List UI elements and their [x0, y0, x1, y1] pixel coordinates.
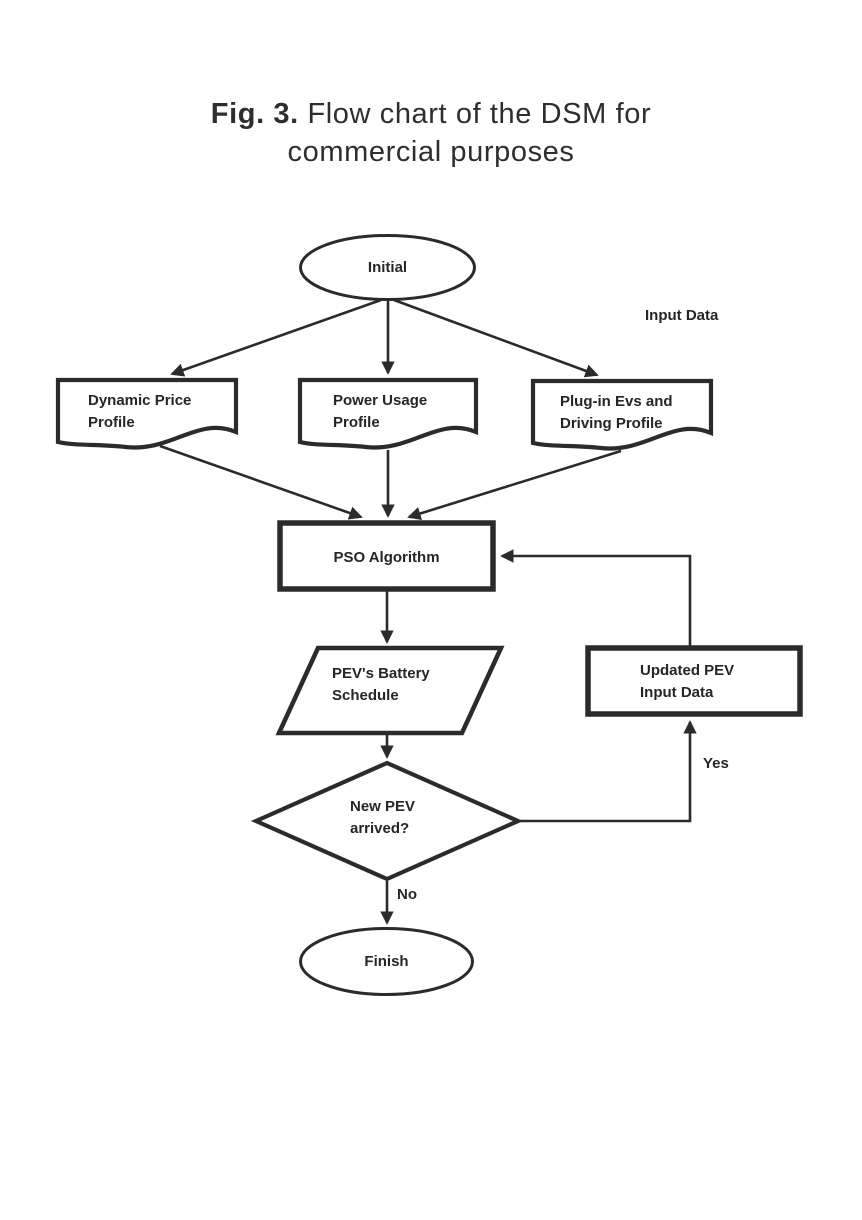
new-pev-arrived-decision-shape — [250, 760, 524, 882]
figure-number: Fig. 3. — [210, 98, 299, 130]
updated-pev-input-data-process-shape — [585, 645, 803, 717]
no-branch-annotation: No — [397, 886, 417, 903]
input-data-annotation: Input Data — [645, 307, 719, 324]
new-pev-arrived-label: New PEV arrived? — [350, 796, 415, 839]
figure-caption-line2: commercial purposes — [287, 136, 575, 168]
pev-battery-schedule-label: PEV's Battery Schedule — [332, 663, 430, 706]
updated-pev-line1: Updated PEV — [640, 662, 735, 679]
edge-updated-pev-to-pso — [500, 549, 692, 647]
edge-plug-in-evs-to-pso — [407, 449, 622, 520]
dynamic-price-profile-line1: Dynamic Price — [88, 392, 192, 409]
pev-battery-schedule-line2: Schedule — [332, 686, 399, 704]
initial-label: Initial — [367, 259, 408, 276]
plug-in-evs-document-shape — [530, 378, 714, 451]
power-usage-profile-line2: Profile — [333, 413, 380, 431]
new-pev-arrived-line1: New PEV — [350, 798, 416, 815]
plug-in-evs-label: Plug-in Evs and Driving Profile — [560, 391, 673, 434]
edge-initial-to-dynamic-price — [170, 298, 382, 377]
finish-terminator-shape — [299, 927, 474, 996]
finish-label: Finish — [364, 953, 409, 970]
pso-algorithm-label: PSO Algorithm — [333, 549, 440, 566]
dynamic-price-profile-line2: Profile — [88, 413, 135, 431]
pso-algorithm-process-shape — [277, 520, 496, 592]
figure-caption-line1-text: Flow chart of the DSM for — [298, 98, 652, 130]
power-usage-profile-document-shape — [297, 377, 479, 450]
pev-battery-schedule-parallelogram-shape — [275, 645, 505, 736]
pev-battery-schedule-line1: PEV's Battery — [332, 665, 430, 682]
dynamic-price-profile-document-shape — [55, 377, 239, 450]
edge-decision-yes-to-updated-pev — [519, 720, 697, 823]
plug-in-evs-line1: Plug-in Evs and — [560, 393, 673, 410]
figure-caption-line1: Fig. 3. Flow chart of the DSM for — [0, 95, 862, 133]
figure-caption: Fig. 3. Flow chart of the DSM for commer… — [0, 95, 862, 171]
edge-dynamic-price-to-pso — [159, 444, 363, 520]
initial-terminator-shape — [299, 234, 476, 301]
power-usage-profile-line1: Power Usage — [333, 392, 428, 409]
dynamic-price-profile-label: Dynamic Price Profile — [88, 390, 191, 433]
new-pev-arrived-line2: arrived? — [350, 819, 410, 837]
plug-in-evs-line2: Driving Profile — [560, 414, 663, 432]
edge-initial-to-plug-in-evs — [393, 298, 599, 378]
updated-pev-input-data-label: Updated PEV Input Data — [640, 660, 734, 703]
yes-branch-annotation: Yes — [703, 755, 729, 772]
power-usage-profile-label: Power Usage Profile — [333, 390, 427, 433]
updated-pev-line2: Input Data — [640, 683, 714, 701]
